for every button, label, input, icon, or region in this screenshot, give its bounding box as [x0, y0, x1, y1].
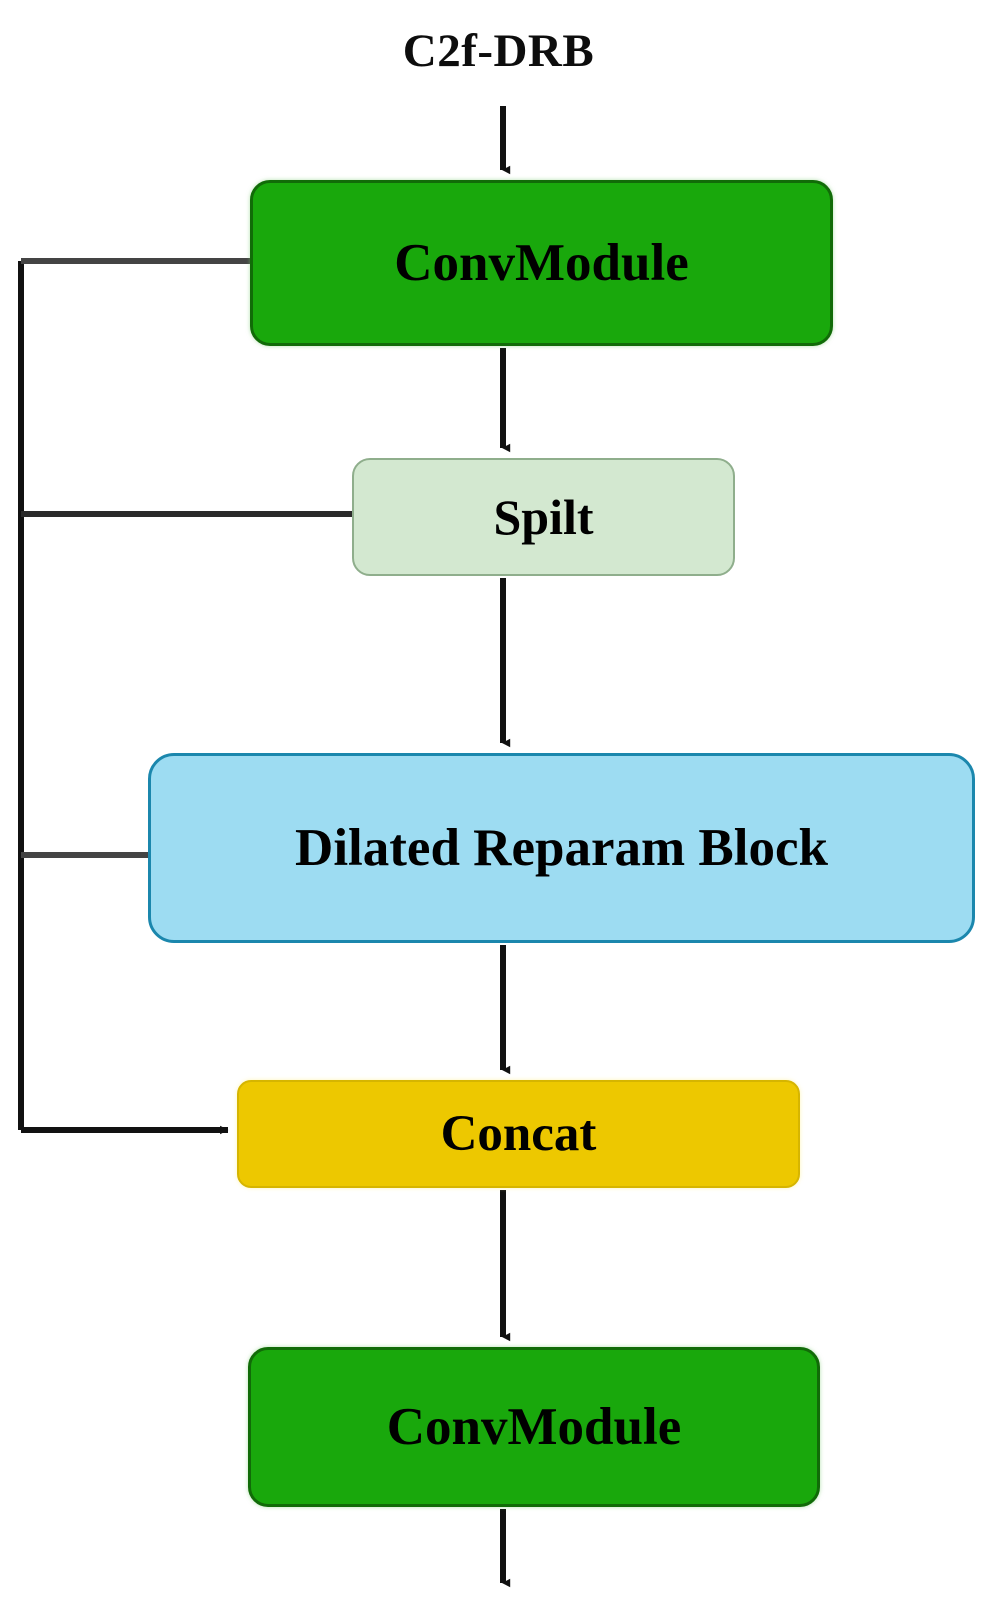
diagram-title: C2f-DRB [402, 25, 595, 77]
node-conv-module-bottom[interactable]: ConvModule [248, 1347, 820, 1507]
node-dilated-reparam-block[interactable]: Dilated Reparam Block [148, 753, 975, 943]
node-concat[interactable]: Concat [237, 1080, 800, 1188]
node-conv-module-top[interactable]: ConvModule [250, 180, 833, 346]
node-spilt[interactable]: Spilt [352, 458, 735, 576]
